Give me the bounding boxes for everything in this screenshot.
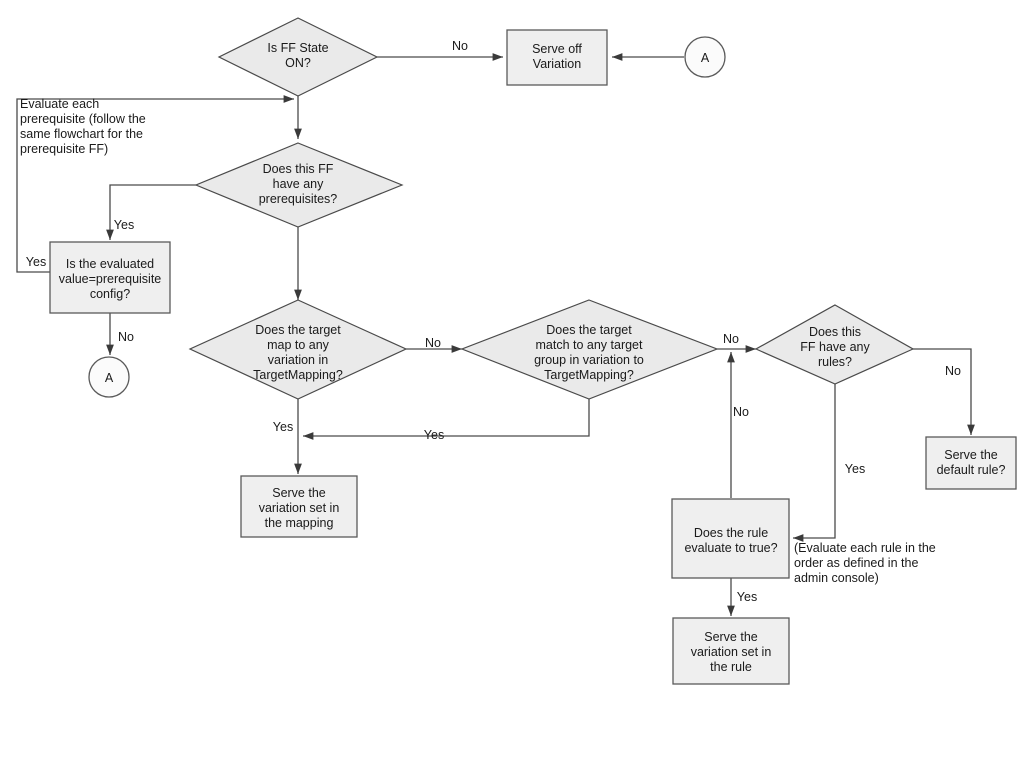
node-serve-mapping-label-1: variation set in bbox=[259, 501, 340, 515]
edge-prereqs-yes bbox=[106, 184, 196, 240]
edge-label-target-map-no: No bbox=[425, 336, 441, 350]
edge-label-rules-no: No bbox=[945, 364, 961, 378]
edge-rules-no bbox=[913, 348, 975, 435]
node-target-group-label-1: match to any target bbox=[535, 338, 643, 352]
node-serve-mapping-label-0: Serve the bbox=[272, 486, 326, 500]
edge-label-rule-true-no: No bbox=[733, 405, 749, 419]
edge-label-prereq-loop-yes: Yes bbox=[26, 255, 46, 269]
note-prerequisite-line-1: prerequisite (follow the bbox=[20, 112, 146, 126]
node-has-prereqs-label-2: prerequisites? bbox=[259, 192, 338, 206]
node-ff-state-label-1: ON? bbox=[285, 56, 311, 70]
node-evaluated-value-label-1: value=prerequisite bbox=[59, 272, 162, 286]
node-serve-default-label-0: Serve the bbox=[944, 448, 998, 462]
node-serve-off-label-1: Variation bbox=[533, 57, 581, 71]
edge-evaluated-yes-loopback bbox=[16, 95, 294, 273]
node-has-rules-label-2: rules? bbox=[818, 355, 852, 369]
edge-label-target-map-yes: Yes bbox=[273, 420, 293, 434]
node-serve-mapping-shape[interactable] bbox=[240, 475, 358, 538]
note-rule-order-line-0: (Evaluate each rule in the bbox=[794, 541, 936, 555]
node-connector-a-bottom-label: A bbox=[105, 371, 114, 385]
node-ff-state-shape[interactable] bbox=[217, 17, 379, 97]
note-prerequisite-line-3: prerequisite FF) bbox=[20, 142, 108, 156]
edge-label-ff-state-no: No bbox=[452, 39, 468, 53]
node-target-map-label-0: Does the target bbox=[255, 323, 341, 337]
node-serve-rule-label-1: variation set in bbox=[691, 645, 772, 659]
node-evaluated-value-label-2: config? bbox=[90, 287, 130, 301]
node-ff-state-label-0: Is FF State bbox=[267, 41, 328, 55]
note-prerequisite-line-2: same flowchart for the bbox=[20, 127, 143, 141]
edge-label-target-group-yes: Yes bbox=[424, 428, 444, 442]
node-target-map-shape[interactable] bbox=[188, 299, 408, 400]
node-target-map-label-1: map to any bbox=[267, 338, 330, 352]
node-has-rules-label-0: Does this bbox=[809, 325, 861, 339]
edge-label-target-group-no: No bbox=[723, 332, 739, 346]
node-target-group-label-2: group in variation to bbox=[534, 353, 644, 367]
node-rule-true-label-1: evaluate to true? bbox=[684, 541, 777, 555]
node-connector-a-top-shape[interactable] bbox=[684, 36, 726, 78]
node-target-group-shape[interactable] bbox=[460, 299, 719, 400]
node-serve-mapping-label-2: the mapping bbox=[265, 516, 334, 530]
node-serve-off-label-0: Serve off bbox=[532, 42, 582, 56]
node-target-map-label-3: TargetMapping? bbox=[253, 368, 343, 382]
node-has-prereqs-label-1: have any bbox=[273, 177, 324, 191]
node-has-rules-label-1: FF have any bbox=[800, 340, 870, 354]
node-target-group-label-0: Does the target bbox=[546, 323, 632, 337]
edge-target-group-yes bbox=[303, 399, 590, 440]
node-serve-default-label-1: default rule? bbox=[937, 463, 1006, 477]
node-has-rules-shape[interactable] bbox=[754, 304, 915, 385]
node-serve-rule-label-0: Serve the bbox=[704, 630, 758, 644]
node-serve-default-shape[interactable] bbox=[925, 436, 1017, 490]
node-connector-a-top-label: A bbox=[701, 51, 710, 65]
edge-label-rules-yes: Yes bbox=[845, 462, 865, 476]
node-target-map-label-2: variation in bbox=[268, 353, 328, 367]
edge-label-prereq-yes: Yes bbox=[114, 218, 134, 232]
node-connector-a-bottom-shape[interactable] bbox=[88, 356, 130, 398]
node-has-prereqs-shape[interactable] bbox=[194, 142, 404, 228]
node-serve-rule-shape[interactable] bbox=[672, 617, 790, 685]
node-rule-true-label-0: Does the rule bbox=[694, 526, 768, 540]
node-evaluated-value-shape[interactable] bbox=[49, 241, 171, 314]
node-evaluated-value-label-0: Is the evaluated bbox=[66, 257, 154, 271]
node-has-prereqs-label-0: Does this FF bbox=[263, 162, 334, 176]
note-rule-order-line-2: admin console) bbox=[794, 571, 879, 585]
node-target-group-label-3: TargetMapping? bbox=[544, 368, 634, 382]
edge-label-rule-true-yes: Yes bbox=[737, 590, 757, 604]
edge-label-evaluated-no: No bbox=[118, 330, 134, 344]
node-serve-off-shape[interactable] bbox=[506, 29, 608, 86]
note-rule-order-line-1: order as defined in the bbox=[794, 556, 918, 570]
edge-rules-yes bbox=[793, 384, 836, 542]
node-rule-true-shape[interactable] bbox=[671, 498, 790, 579]
note-prerequisite-line-0: Evaluate each bbox=[20, 97, 99, 111]
node-serve-rule-label-2: the rule bbox=[710, 660, 752, 674]
